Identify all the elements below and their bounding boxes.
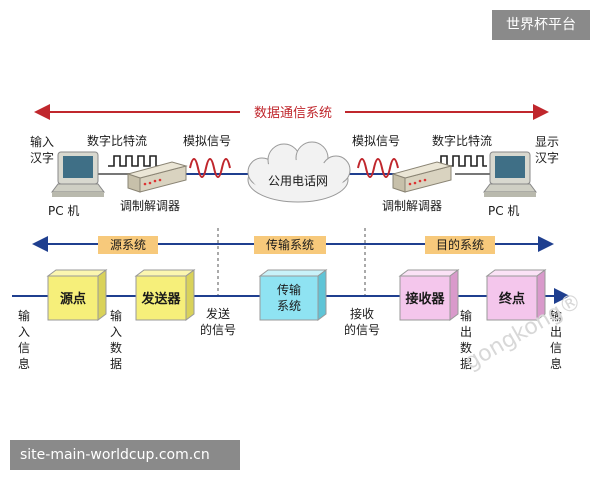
right-analog-label: 模拟信号 — [352, 134, 400, 148]
right-output-label-2: 汉字 — [535, 150, 559, 165]
block-receiver — [398, 269, 460, 321]
svg-text:出: 出 — [550, 325, 562, 339]
svg-text:入: 入 — [110, 325, 122, 339]
banner-label: 数据通信系统 — [254, 106, 332, 121]
left-analog-label: 模拟信号 — [183, 134, 231, 148]
label-recv-signal-1: 接收 — [350, 306, 374, 321]
label-recv-signal-2: 的信号 — [344, 322, 380, 337]
right-analog-wave — [357, 158, 399, 178]
left-pc-label: PC 机 — [48, 204, 79, 218]
svg-text:信: 信 — [18, 341, 30, 355]
section-transmit-bg — [254, 236, 326, 254]
block-sink — [485, 269, 547, 321]
left-digital-wave — [108, 155, 160, 167]
left-modem-icon — [126, 161, 188, 193]
section-dest-label: 目的系统 — [436, 237, 484, 252]
network-cloud — [247, 141, 351, 203]
block-transmission-label-1: 传输 — [277, 282, 301, 297]
label-input-info: 输入 信息 — [18, 308, 30, 371]
left-digital-label: 数字比特流 — [87, 133, 147, 148]
right-pc-icon — [483, 151, 537, 197]
block-source-point-label: 源点 — [60, 291, 86, 307]
block-transmitter-label: 发送器 — [140, 291, 181, 307]
right-digital-label: 数字比特流 — [432, 133, 492, 148]
right-pc-label: PC 机 — [488, 204, 519, 218]
right-modem-icon — [391, 161, 453, 193]
section-source-label: 源系统 — [110, 238, 146, 252]
svg-text:输: 输 — [460, 308, 472, 323]
block-transmission — [258, 269, 328, 321]
left-modem-label: 调制解调器 — [120, 199, 180, 213]
block-receiver-label: 接收器 — [405, 291, 445, 307]
svg-text:数: 数 — [110, 340, 122, 355]
svg-text:输: 输 — [110, 308, 122, 323]
svg-text:输: 输 — [550, 308, 562, 323]
watermark-bottom-left: site-main-worldcup.com.cn — [10, 440, 240, 470]
label-output-info: 输出 信息 — [550, 308, 562, 371]
svg-text:息: 息 — [18, 356, 30, 371]
section-source-bg — [98, 236, 158, 254]
svg-text:数: 数 — [460, 340, 472, 355]
svg-text:出: 出 — [460, 325, 472, 339]
svg-text:信: 信 — [550, 341, 562, 355]
right-modem-label: 调制解调器 — [382, 199, 442, 213]
label-send-signal-1: 发送 — [206, 306, 230, 321]
svg-text:入: 入 — [18, 325, 30, 339]
block-sink-label: 终点 — [499, 291, 525, 307]
section-dest-bg — [425, 236, 495, 254]
network-label: 公用电话网 — [268, 174, 328, 188]
left-analog-wave — [189, 158, 231, 178]
left-pc-icon — [51, 151, 105, 197]
block-source-point — [46, 269, 108, 321]
watermark-top-right: 世界杯平台 — [492, 10, 590, 40]
left-input-label-1: 输入 — [30, 134, 54, 149]
label-output-data: 输出 数据 — [460, 308, 472, 371]
svg-text:据: 据 — [460, 357, 472, 371]
section-transmit-label: 传输系统 — [266, 237, 314, 252]
svg-text:输: 输 — [18, 308, 30, 323]
block-transmitter — [134, 269, 196, 321]
left-input-label-2: 汉字 — [30, 150, 54, 165]
block-transmission-label-2: 系统 — [277, 299, 301, 313]
svg-text:息: 息 — [550, 356, 562, 371]
right-output-label-1: 显示 — [535, 135, 559, 149]
svg-text:据: 据 — [110, 357, 122, 371]
right-digital-wave — [435, 155, 487, 167]
label-send-signal-2: 的信号 — [200, 322, 236, 337]
label-input-data: 输入 数据 — [110, 308, 122, 371]
